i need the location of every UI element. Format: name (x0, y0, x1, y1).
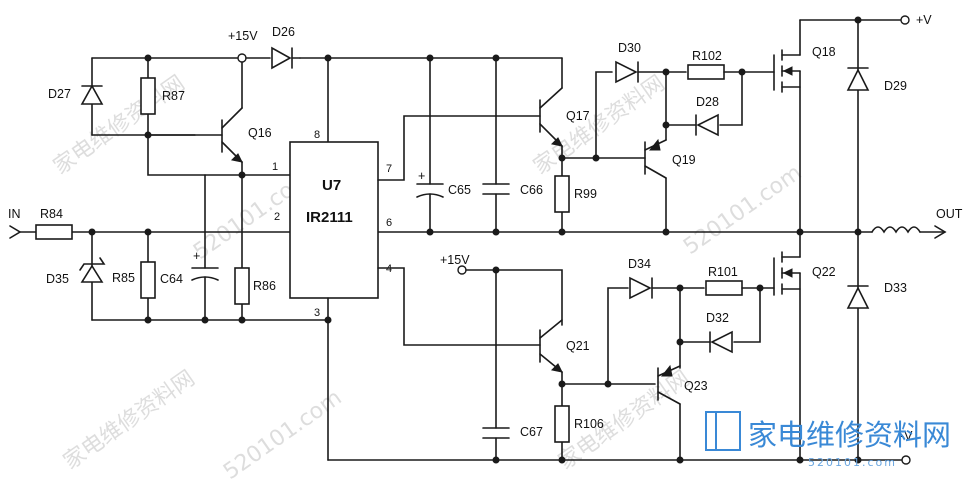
label-d32: D32 (706, 311, 729, 325)
diode-d33: D33 (846, 231, 907, 461)
resistor-r99: R99 (554, 157, 597, 233)
capacitor-c66: C66 (482, 57, 543, 233)
capacitor-c67: C67 (482, 269, 543, 461)
capacitor-c64: + C64 (160, 174, 219, 321)
svg-text:+: + (418, 169, 425, 183)
supply-15v-bottom: +15V (440, 253, 470, 275)
diode-d28: D28 (665, 95, 719, 137)
label-d29: D29 (884, 79, 907, 93)
net-label-15v-bottom: +15V (440, 253, 470, 267)
transistor-q16: Q16 (147, 57, 272, 176)
net-label-neg: -V (900, 429, 913, 443)
inductor-out: OUT (871, 207, 963, 239)
transistor-q19: Q19 (644, 138, 696, 233)
pin-4: 4 (386, 263, 392, 275)
pin-1: 1 (272, 161, 278, 173)
diode-d32: D32 (679, 311, 733, 354)
label-d33: D33 (884, 281, 907, 295)
transistor-q23: Q23 (657, 364, 708, 461)
watermark-logo-url: 520101.com (808, 456, 897, 469)
label-q23: Q23 (684, 379, 708, 393)
label-r101: R101 (708, 265, 738, 279)
diode-d30: D30 (615, 41, 687, 84)
supply-pos: +V (900, 13, 932, 27)
diode-d26: D26 (245, 25, 301, 70)
transistor-q17: Q17 (539, 57, 590, 159)
zener-d35: D35 (46, 231, 106, 321)
label-r102: R102 (692, 49, 722, 63)
label-r106: R106 (574, 417, 604, 431)
net-label-out: OUT (936, 207, 963, 221)
supply-neg: -V (900, 429, 913, 465)
label-c67: C67 (520, 425, 543, 439)
capacitor-c65: + C65 (416, 57, 471, 233)
mosfet-q18: Q18 (773, 19, 836, 233)
watermark-cn-2: 家电维修资料网 (529, 71, 670, 180)
label-d27: D27 (48, 87, 71, 101)
watermark-logo: 家电维修资料网 520101.com (705, 411, 951, 469)
watermark-url-2: 520101.com (679, 160, 806, 260)
label-r87: R87 (162, 89, 185, 103)
label-q22: Q22 (812, 265, 836, 279)
label-q17: Q17 (566, 109, 590, 123)
resistor-r87: R87 (140, 57, 185, 136)
diode-d34: D34 (628, 257, 705, 300)
ic-part: IR2111 (306, 209, 353, 226)
diode-d27: D27 (48, 57, 104, 136)
ic-u7: U7 IR2111 1 2 3 4 6 7 8 (272, 129, 392, 319)
mosfet-q22: Q22 (773, 231, 836, 461)
supply-15v-top: +15V (228, 29, 258, 63)
resistor-r84: R84 (35, 207, 73, 240)
watermark-logo-text: 家电维修资料网 (748, 418, 951, 452)
watermark-cn-3: 家电维修资料网 (59, 366, 200, 475)
pin-6: 6 (386, 217, 392, 229)
label-d35: D35 (46, 272, 69, 286)
diode-d29: D29 (846, 19, 907, 233)
resistor-r102: R102 (687, 49, 775, 80)
label-d26: D26 (272, 25, 295, 39)
pin-8: 8 (314, 129, 320, 141)
label-q21: Q21 (566, 339, 590, 353)
label-q18: Q18 (812, 45, 836, 59)
label-r84: R84 (40, 207, 63, 221)
label-c64: C64 (160, 272, 183, 286)
label-d30: D30 (618, 41, 641, 55)
label-r86: R86 (253, 279, 276, 293)
resistor-r101: R101 (705, 265, 775, 296)
pin-7: 7 (386, 163, 392, 175)
net-label-in: IN (8, 207, 21, 221)
net-label-15v-top: +15V (228, 29, 258, 43)
pin-2: 2 (274, 211, 280, 223)
resistor-r86: R86 (234, 174, 276, 321)
label-q19: Q19 (672, 153, 696, 167)
label-r99: R99 (574, 187, 597, 201)
label-c65: C65 (448, 183, 471, 197)
resistor-r106: R106 (554, 383, 604, 461)
net-label-pos: +V (916, 13, 932, 27)
label-q16: Q16 (248, 126, 272, 140)
label-r85: R85 (112, 271, 135, 285)
transistor-q21: Q21 (539, 319, 590, 385)
input-terminal: IN (8, 207, 22, 239)
label-d34: D34 (628, 257, 651, 271)
pin-3: 3 (314, 307, 320, 319)
svg-text:+: + (193, 249, 200, 263)
resistor-r85: R85 (112, 231, 156, 321)
label-d28: D28 (696, 95, 719, 109)
label-c66: C66 (520, 183, 543, 197)
ic-name: U7 (322, 177, 341, 194)
